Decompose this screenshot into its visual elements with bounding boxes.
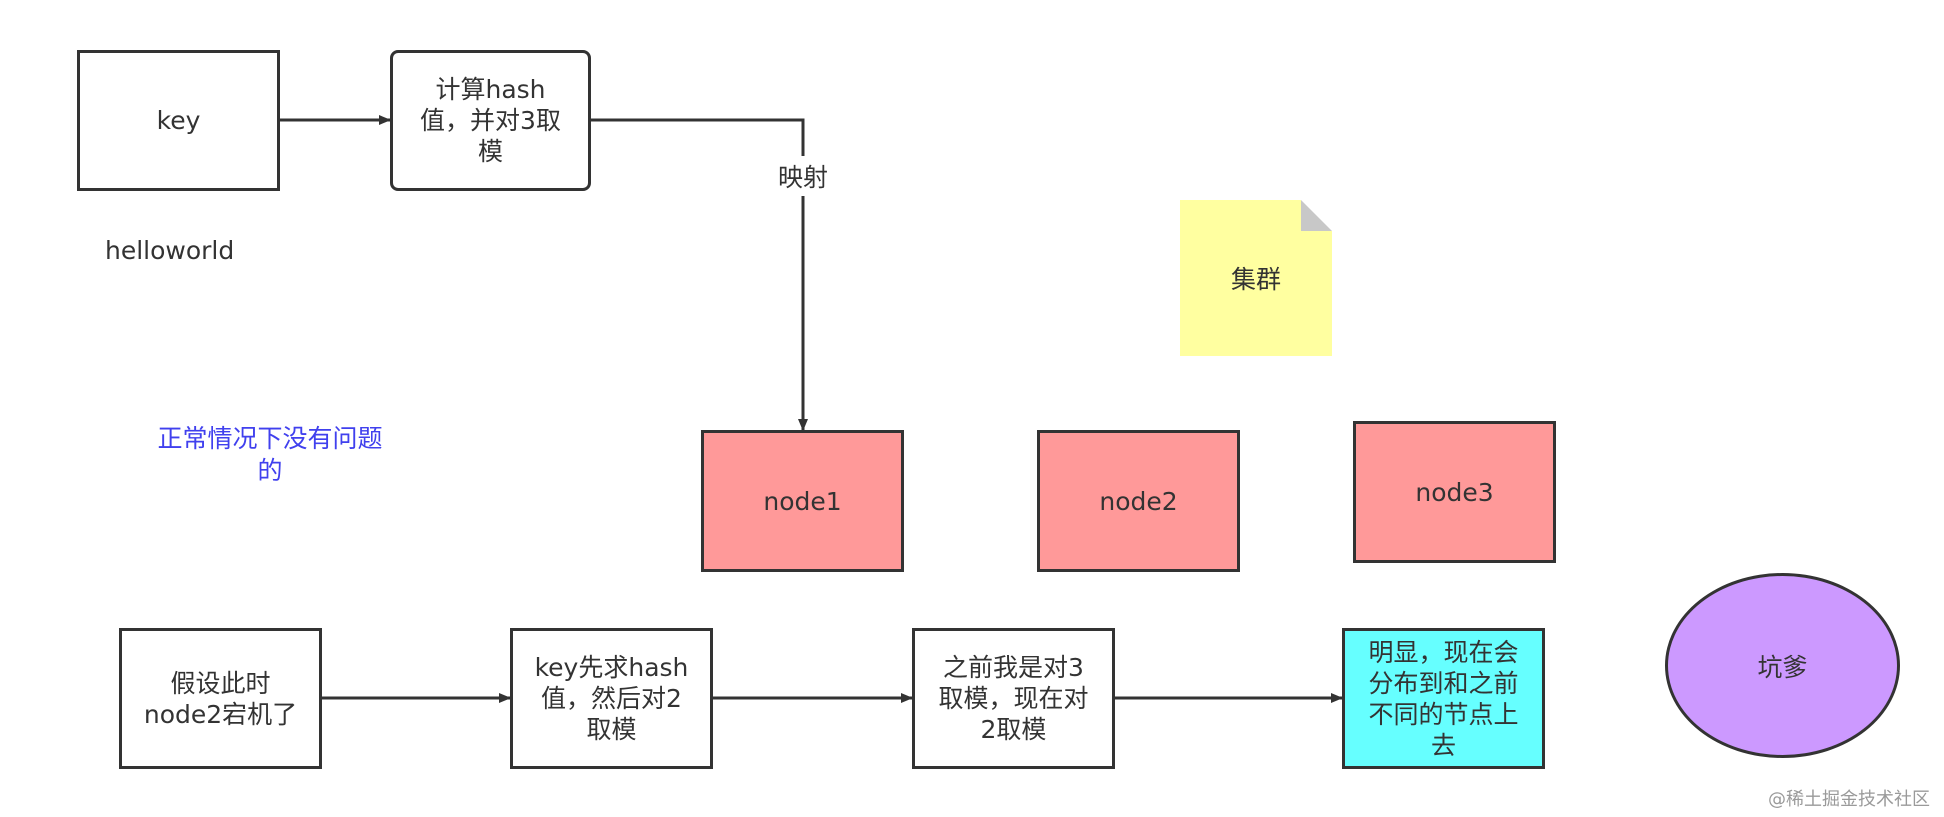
note-fold-corner [1301,200,1332,231]
normal-case-text: 正常情况下没有问题 的 [157,424,383,485]
example-key-text: helloworld [105,236,235,265]
key-label: key [156,106,201,135]
arrow-hash-to-node1 [590,118,808,431]
watermark: @稀土掘金技术社区 [1768,789,1930,810]
conclusion-box: 明显，现在会 分布到和之前 不同的节点上 去 [1342,628,1545,769]
key-box: key [77,50,280,191]
assume-down-label: 假设此时 node2宕机了 [143,668,298,729]
before-after-box: 之前我是对3 取模，现在对 2取模 [912,628,1115,769]
pitfall-ellipse: 坑爹 [1665,573,1900,758]
node1-label: node1 [763,486,842,516]
node1-box: node1 [701,430,904,572]
rehash-box: key先求hash 值，然后对2 取模 [510,628,713,769]
pitfall-label: 坑爹 [1757,652,1808,682]
compute-hash-label: 计算hash 值，并对3取 模 [420,75,561,166]
before-after-label: 之前我是对3 取模，现在对 2取模 [938,653,1089,744]
conclusion-label: 明显，现在会 分布到和之前 不同的节点上 去 [1368,637,1519,760]
node3-label: node3 [1415,477,1494,507]
compute-hash-box: 计算hash 值，并对3取 模 [390,50,591,191]
assume-down-box: 假设此时 node2宕机了 [119,628,322,769]
node2-box: node2 [1037,430,1240,572]
node2-label: node2 [1099,486,1178,516]
cluster-label: 集群 [1230,265,1281,294]
node3-box: node3 [1353,421,1556,563]
cluster-note: 集群 [1180,200,1332,356]
rehash-label: key先求hash 值，然后对2 取模 [534,653,689,744]
mapping-label: 映射 [775,156,832,196]
